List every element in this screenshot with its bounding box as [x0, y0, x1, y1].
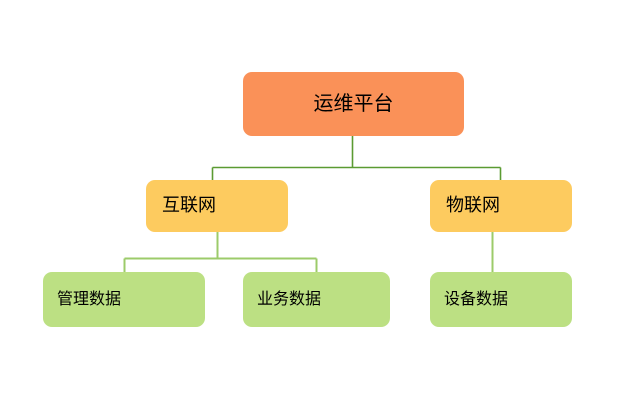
- node-leaf-management-data[interactable]: 管理数据: [43, 272, 205, 327]
- node-branch-iot-label: 物联网: [446, 195, 500, 216]
- node-root-label: 运维平台: [313, 93, 394, 115]
- node-leaf-management-data-label: 管理数据: [57, 290, 122, 308]
- node-leaf-device-data[interactable]: 设备数据: [430, 272, 572, 327]
- node-leaf-business-data[interactable]: 业务数据: [243, 272, 390, 327]
- node-branch-internet[interactable]: 互联网: [146, 180, 288, 232]
- node-branch-internet-label: 互联网: [162, 195, 216, 216]
- node-branch-iot[interactable]: 物联网: [430, 180, 572, 232]
- node-leaf-device-data-label: 设备数据: [444, 290, 509, 308]
- node-leaf-business-data-label: 业务数据: [257, 290, 322, 308]
- node-root-ops-platform[interactable]: 运维平台: [243, 72, 464, 136]
